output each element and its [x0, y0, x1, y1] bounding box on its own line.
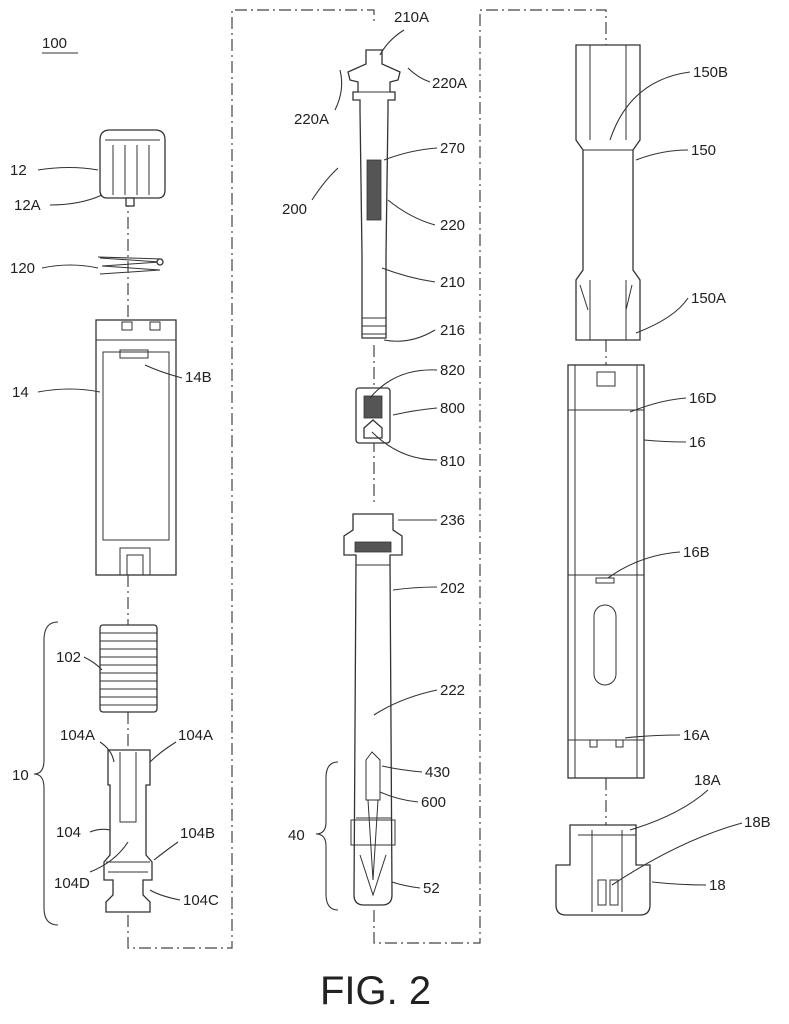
syringe-barrel-202: [343, 513, 403, 906]
label-16D: 16D: [689, 390, 717, 407]
label-14: 14: [12, 384, 29, 401]
label-16A: 16A: [683, 727, 710, 744]
label-104: 104: [56, 824, 81, 841]
label-810: 810: [440, 453, 465, 470]
group-bracket-40: [315, 761, 339, 911]
label-102: 102: [56, 649, 81, 666]
label-430: 430: [425, 764, 450, 781]
group-bracket-10: [33, 621, 59, 926]
label-104C: 104C: [183, 892, 219, 909]
label-270: 270: [440, 140, 465, 157]
reference-labels: 100 12 12A 120 14 14B 102 10 104A 104A 1…: [10, 9, 771, 909]
label-104D: 104D: [54, 875, 90, 892]
clip-spring-120: [97, 256, 164, 275]
label-100: 100: [42, 35, 67, 52]
label-14B: 14B: [185, 369, 212, 386]
label-12A: 12A: [14, 197, 41, 214]
sleeve-150: [575, 44, 641, 341]
label-104A-right: 104A: [178, 727, 213, 744]
label-150B: 150B: [693, 64, 728, 81]
label-10: 10: [12, 767, 29, 784]
drive-spring-102: [99, 624, 158, 713]
label-16B: 16B: [683, 544, 710, 561]
label-216: 216: [440, 322, 465, 339]
label-150A: 150A: [691, 290, 726, 307]
housing-14: [95, 319, 177, 576]
outer-housing-16: [567, 364, 645, 779]
label-202: 202: [440, 580, 465, 597]
label-18: 18: [709, 877, 726, 894]
label-210: 210: [440, 274, 465, 291]
cap-12: [99, 129, 166, 207]
label-104A-left: 104A: [60, 727, 95, 744]
end-cap-18: [555, 824, 651, 916]
alignment-lines: [127, 9, 607, 949]
label-150: 150: [691, 142, 716, 159]
label-820: 820: [440, 362, 465, 379]
label-40: 40: [288, 827, 305, 844]
component-800: [355, 387, 391, 444]
needle-assembly-40: [359, 751, 387, 897]
leader-lines: [37, 29, 743, 901]
label-210A: 210A: [394, 9, 429, 26]
label-220A-right: 220A: [432, 75, 467, 92]
label-52: 52: [423, 880, 440, 897]
label-222: 222: [440, 682, 465, 699]
plunger-104: [103, 749, 153, 913]
label-200: 200: [282, 201, 307, 218]
label-120: 120: [10, 260, 35, 277]
label-220A-left: 220A: [294, 111, 329, 128]
label-16: 16: [689, 434, 706, 451]
label-800: 800: [440, 400, 465, 417]
label-104B: 104B: [180, 825, 215, 842]
label-600: 600: [421, 794, 446, 811]
label-236: 236: [440, 512, 465, 529]
plunger-rod-200: [347, 49, 401, 339]
figure-title: FIG. 2: [320, 969, 431, 1013]
label-220: 220: [440, 217, 465, 234]
label-18B: 18B: [744, 814, 771, 831]
label-12: 12: [10, 162, 27, 179]
label-18A: 18A: [694, 772, 721, 789]
